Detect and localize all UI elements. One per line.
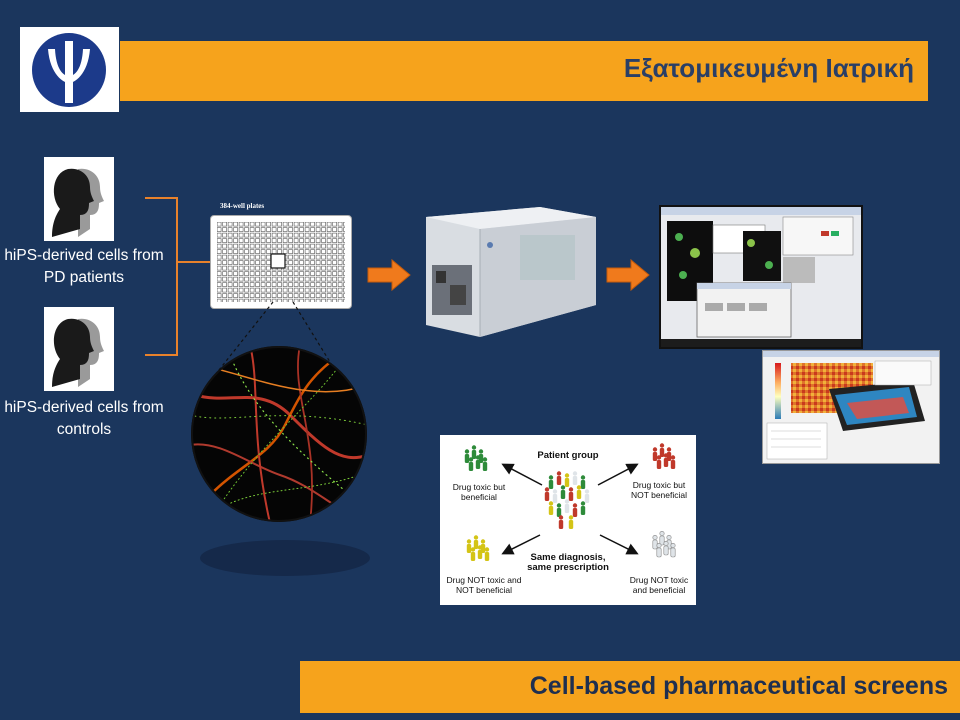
toxic-beneficial-label: Drug toxic but beneficial <box>452 482 506 502</box>
not-toxic-not-beneficial-label: Drug NOT toxic and NOT beneficial <box>446 575 522 595</box>
not-toxic-beneficial-label: Drug NOT toxic and beneficial <box>629 575 689 595</box>
screening-instrument-image <box>426 207 596 337</box>
plate-title: 384-well plates <box>220 202 265 210</box>
university-logo <box>20 27 119 112</box>
patient-head-card <box>44 157 114 241</box>
circle-shadow <box>200 540 370 576</box>
footer-banner: Cell-based pharmaceutical screens <box>300 661 960 713</box>
pd-patients-label: hiPS-derived cells from PD patients <box>4 247 164 286</box>
neuron-microscopy-image <box>191 346 367 522</box>
university-logo-icon <box>32 33 106 107</box>
patient-group-title: Patient group <box>537 450 599 461</box>
head-silhouette-icon <box>52 318 104 387</box>
bracket-connector <box>145 197 212 356</box>
well-plate-diagram <box>210 215 352 309</box>
person-figure-icon <box>464 445 488 471</box>
head-silhouette-icon <box>52 168 104 237</box>
well-grid <box>217 222 345 302</box>
heatmap-software-screenshot <box>762 350 940 464</box>
heatmap-window <box>763 351 939 460</box>
patient-panel-graphics <box>464 443 676 561</box>
slide-title: Εξατομικευμένη Ιατρική <box>623 53 914 83</box>
same-diagnosis-caption: Same diagnosis, same prescription <box>527 552 609 573</box>
personalized-medicine-panel: Patient group Same diagnosis, same presc… <box>440 435 696 605</box>
person-figure-icon <box>652 530 676 558</box>
analysis-software-screenshot <box>659 205 863 349</box>
arrow-right-icon <box>367 258 411 292</box>
toxic-not-beneficial-label: Drug toxic but NOT beneficial <box>630 480 688 500</box>
person-figure-icon <box>544 471 590 529</box>
footer-title: Cell-based pharmaceutical screens <box>529 672 948 700</box>
zoom-lines <box>214 301 339 376</box>
arrow-right-icon <box>606 258 650 292</box>
software-window <box>661 207 861 347</box>
title-banner: Εξατομικευμένη Ιατρική <box>120 41 928 101</box>
person-figure-icon <box>466 535 490 561</box>
person-figure-icon <box>652 443 676 469</box>
control-head-card <box>44 307 114 391</box>
controls-label: hiPS-derived cells from controls <box>4 399 164 438</box>
